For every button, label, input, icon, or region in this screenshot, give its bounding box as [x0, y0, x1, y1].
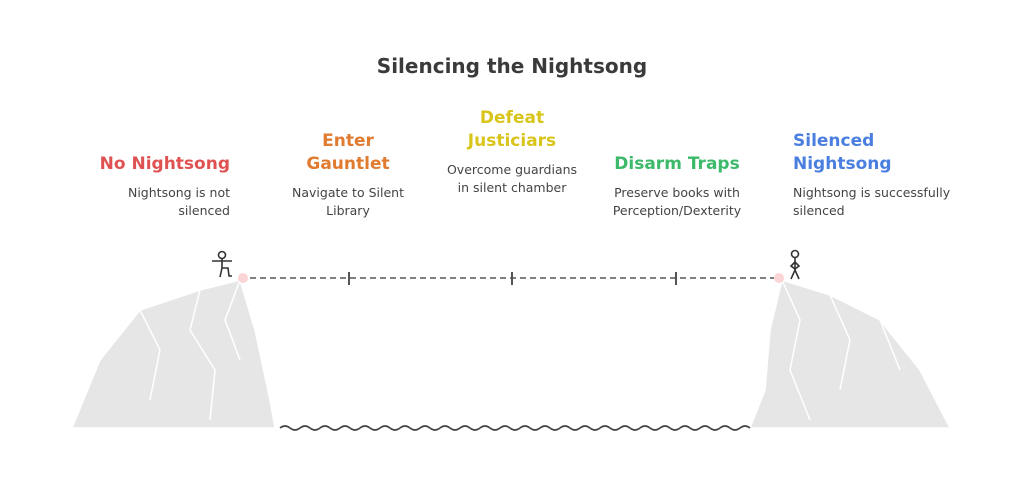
page-title: Silencing the Nightsong: [376, 54, 648, 78]
step-enter-gauntlet: Enter Gauntlet Navigate to Silent Librar…: [263, 130, 433, 220]
step-silenced-nightsong: Silenced Nightsong Nightsong is successf…: [793, 130, 963, 220]
water-waves: [279, 425, 751, 431]
step-label: Defeat Justiciars: [467, 108, 557, 151]
end-marker: [774, 273, 784, 283]
walking-figure-icon: [212, 250, 232, 278]
standing-figure-icon: [789, 249, 801, 280]
step-description: Nightsong is not silenced: [127, 185, 230, 218]
step-label: Silenced Nightsong: [793, 131, 892, 174]
step-description: Navigate to Silent Library: [292, 185, 404, 218]
step-defeat-justiciars: Defeat Justiciars Overcome guardians in …: [427, 107, 597, 197]
right-cliff: [748, 279, 952, 429]
left-cliff: [70, 279, 276, 429]
step-no-nightsong: No Nightsong Nightsong is not silenced: [60, 153, 230, 220]
step-description: Overcome guardians in silent chamber: [446, 162, 578, 195]
step-label: Enter Gauntlet: [306, 131, 390, 174]
step-disarm-traps: Disarm Traps Preserve books with Percept…: [592, 153, 762, 220]
step-label: Disarm Traps: [614, 154, 740, 174]
step-label: No Nightsong: [99, 154, 230, 174]
step-description: Preserve books with Perception/Dexterity: [612, 185, 742, 218]
step-description: Nightsong is successfully silenced: [793, 185, 951, 218]
start-marker: [238, 273, 248, 283]
